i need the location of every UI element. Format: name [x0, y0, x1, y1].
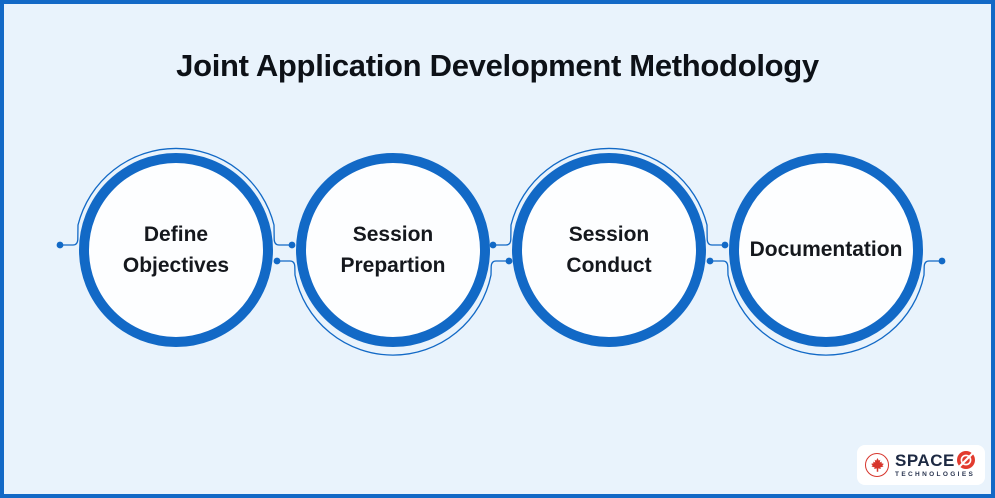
o-slash-icon	[956, 451, 975, 470]
connector-dot	[938, 257, 946, 265]
logo-brand-text: SPACE	[895, 450, 955, 470]
connector-arc-bottom-2	[277, 260, 509, 356]
connector-dot	[489, 241, 497, 249]
logo-subtitle-text: TECHNOLOGIES	[895, 471, 976, 479]
connector-arcs-layer	[56, 147, 946, 356]
step-circle-session-prepartion: Session Prepartion	[296, 153, 490, 347]
maple-leaf-icon	[865, 453, 889, 477]
step-label: Session Conduct	[566, 222, 652, 278]
connector-dot	[706, 257, 714, 265]
connector-arc-bottom-4	[710, 260, 942, 356]
connector-dot	[721, 241, 729, 249]
connector-dot	[505, 257, 513, 265]
connector-dot	[56, 241, 64, 249]
step-circle-documentation: Documentation	[729, 153, 923, 347]
step-circle-session-conduct: Session Conduct	[512, 153, 706, 347]
step-label: Session Prepartion	[340, 222, 446, 278]
step-label: Documentation	[749, 238, 903, 262]
connector-dot	[288, 241, 296, 249]
step-label: Define Objectives	[122, 222, 230, 278]
connector-arc-top-1	[60, 147, 292, 246]
step-circle-define-objectives: Define Objectives	[79, 153, 273, 347]
connector-arc-top-3	[493, 147, 725, 246]
page-title: Joint Application Development Methodolog…	[176, 48, 819, 83]
brand-logo: SPACE TECHNOLOGIES	[857, 445, 985, 485]
connector-dot	[273, 257, 281, 265]
